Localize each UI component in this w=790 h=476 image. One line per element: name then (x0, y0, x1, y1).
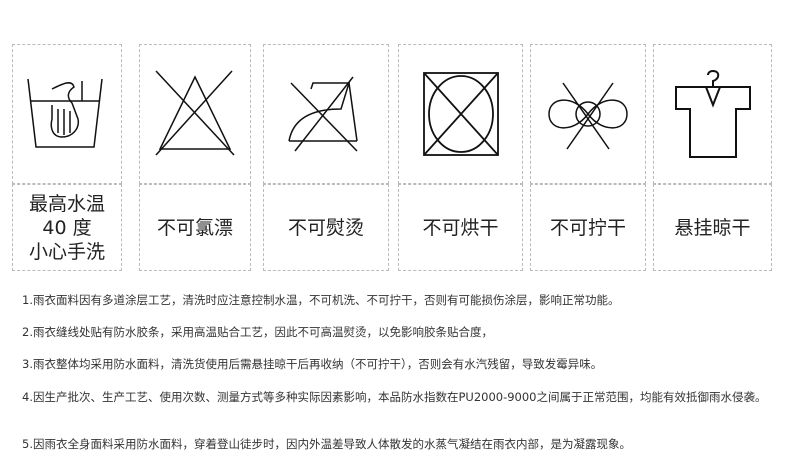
care-symbol-table: 最高水温 40 度 小心手洗 不可氯漂 不可熨烫 不可烘干 不可拧干 (12, 44, 772, 271)
note-4: 4.因生产批次、生产工艺、使用次数、测量方式等多种实际因素影响，本品防水指数在P… (22, 390, 767, 404)
no-bleach-label: 不可氯漂 (139, 184, 251, 271)
hang-dry-cell (653, 44, 772, 184)
label-line: 40 度 (42, 216, 92, 239)
hang-dry-label: 悬挂晾干 (653, 184, 772, 271)
hand-wash-icon (27, 78, 103, 148)
note-3: 3.雨衣整体均采用防水面料，清洗货使用后需悬挂晾干后再收纳（不可拧干），否则会有… (22, 357, 603, 371)
label-line: 最高水温 (28, 192, 105, 215)
note-5: 5.因雨衣全身面料采用防水面料，穿着登山徒步时，因内外温差导致人体散发的水蒸气凝… (22, 437, 631, 451)
hang-dry-icon (674, 69, 751, 158)
no-wring-cell (530, 44, 646, 184)
note-1: 1.雨衣面料因有多道涂层工艺，清洗时应注意控制水温，不可机洗、不可拧干，否则有可… (22, 293, 620, 307)
no-iron-cell (263, 44, 389, 184)
hand-wash-cell (12, 44, 122, 184)
no-iron-icon (288, 76, 358, 152)
no-wring-label: 不可拧干 (530, 184, 646, 271)
no-bleach-cell (139, 44, 251, 184)
label-line: 小心手洗 (28, 240, 105, 263)
no-iron-label: 不可熨烫 (263, 184, 389, 271)
note-2: 2.雨衣缝线处贴有防水胶条，采用高温贴合工艺，因此不可高温熨烫，以免影响胶条贴合… (22, 325, 493, 339)
no-bleach-icon (155, 70, 235, 156)
no-tumble-dry-cell (398, 44, 523, 184)
no-wring-icon (548, 82, 628, 150)
no-tumble-dry-label: 不可烘干 (398, 184, 523, 271)
no-tumble-dry-icon (422, 72, 499, 156)
hand-wash-label-cell: 最高水温 40 度 小心手洗 (12, 184, 122, 271)
